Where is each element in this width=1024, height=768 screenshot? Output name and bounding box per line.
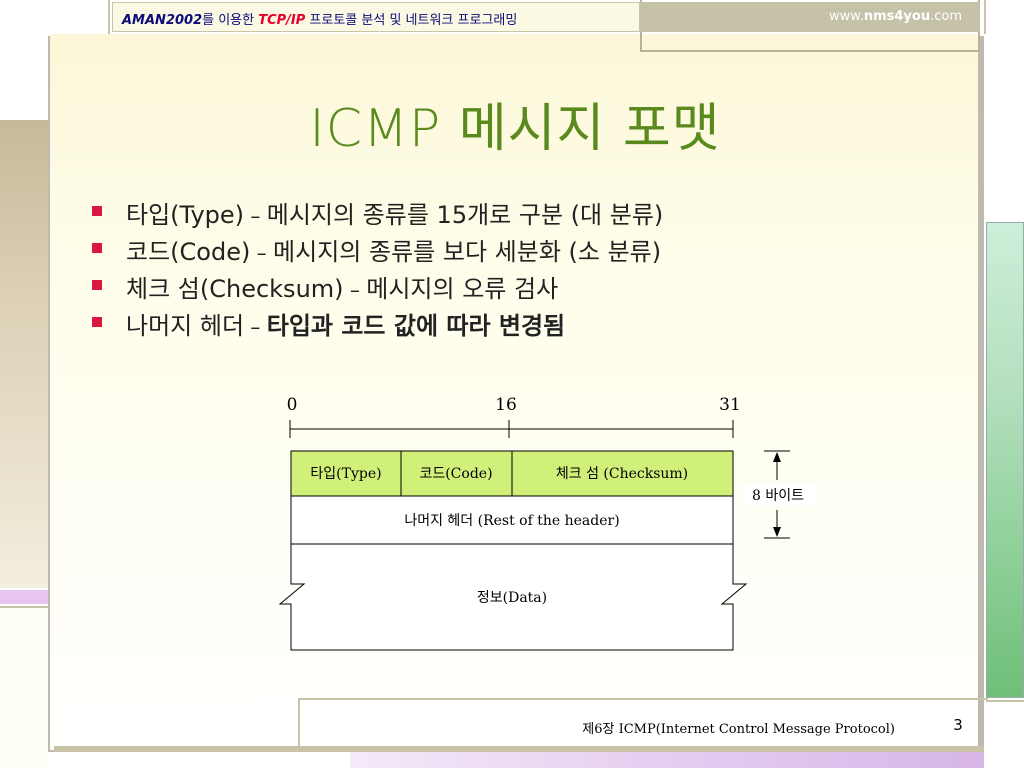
bullet-desc: 메시지의 오류 검사 [366, 275, 559, 303]
header-pre: 를 이용한 [202, 13, 259, 28]
footer-block [298, 698, 988, 750]
data-field [278, 543, 748, 651]
rest-of-header-label: 나머지 헤더 (Rest of the header) [404, 513, 619, 529]
bullet-dash: – [343, 278, 367, 302]
bullet-dash: – [244, 204, 267, 228]
checksum-field [511, 450, 734, 497]
header-tcpip: TCP/IP [258, 13, 306, 28]
footer-bottom-line [54, 746, 984, 752]
header-post: 프로토콜 분석 및 네트워크 프로그래밍 [305, 13, 518, 28]
left-bottom-block [0, 606, 48, 768]
bullet-dash: – [244, 315, 267, 339]
bullet-marker-icon [92, 280, 102, 290]
right-bottom-block [986, 700, 1024, 768]
footer-left-line [54, 752, 350, 768]
type-field [290, 450, 402, 497]
header-bar [112, 2, 640, 32]
bullet-item-type: 타입(Type) – 메시지의 종류를 15개로 구분 (대 분류) [86, 195, 946, 232]
slide-title: ICMP 메시지 포맷 [309, 99, 721, 159]
bullet-label: 나머지 헤더 [126, 312, 245, 340]
left-olive-block [0, 0, 48, 36]
right-top-block [984, 0, 1024, 34]
bullet-desc-bold: 타입과 코드 값에 따라 변경됨 [266, 312, 566, 340]
website-pre: www. [829, 9, 864, 24]
size-arrow-up-icon [773, 452, 781, 462]
size-arrow-down-icon [773, 527, 781, 537]
size-label-box [742, 484, 818, 506]
footer-caption: 제6장 ICMP(Internet Control Message Protoc… [582, 722, 895, 737]
bullet-label: 체크 섬(Checksum) [126, 275, 344, 303]
left-lilac-bar [0, 590, 48, 604]
bullet-label: 타입(Type) [126, 201, 245, 229]
bullet-dash: – [250, 241, 274, 265]
bullet-item-checksum: 체크 섬(Checksum) – 메시지의 오류 검사 [86, 269, 946, 306]
right-vertical-line [978, 36, 984, 752]
right-upper-block [984, 36, 1024, 220]
rest-of-header-field [290, 495, 734, 545]
website-post: .com [930, 9, 962, 24]
bullet-list: 타입(Type) – 메시지의 종류를 15개로 구분 (대 분류) 코드(Co… [86, 195, 946, 343]
right-green-stripe [986, 222, 1024, 698]
code-field [400, 450, 513, 497]
bullet-item-rest: 나머지 헤더 – 타입과 코드 값에 따라 변경됨 [86, 306, 946, 343]
bullet-item-code: 코드(Code) – 메시지의 종류를 보다 세분화 (소 분류) [86, 232, 946, 269]
bullet-marker-icon [92, 206, 102, 216]
bit-label-31: 31 [719, 395, 741, 415]
bullet-desc: 메시지의 종류를 15개로 구분 (대 분류) [266, 201, 664, 229]
header-website-bar [640, 2, 980, 32]
code-field-label: 코드(Code) [419, 466, 492, 482]
icmp-format-diagram: 0 16 31 타입(Type) 코드(Code) 체크 섬 (Checksum… [278, 395, 818, 651]
page-number: 3 [953, 716, 963, 734]
bit-label-16: 16 [495, 395, 517, 415]
header-website: www.nms4you.com [812, 9, 962, 24]
bit-label-0: 0 [287, 395, 298, 415]
website-bold: nms4you [863, 9, 931, 24]
size-label: 8 바이트 [752, 488, 804, 504]
type-field-label: 타입(Type) [310, 466, 381, 482]
bullet-desc: 메시지의 종류를 보다 세분화 (소 분류) [273, 238, 662, 266]
header-brand: AMAN2002 [122, 13, 203, 28]
bullet-marker-icon [92, 317, 102, 327]
footer-lilac-bar [350, 752, 984, 768]
header-title: AMAN2002를 이용한 TCP/IP 프로토콜 분석 및 네트워크 프로그래… [122, 9, 517, 28]
bullet-label: 코드(Code) [126, 238, 251, 266]
bullet-marker-icon [92, 243, 102, 253]
left-tan-stripe [0, 120, 48, 588]
checksum-field-label: 체크 섬 (Checksum) [556, 466, 688, 482]
data-field-label: 정보(Data) [477, 590, 547, 606]
